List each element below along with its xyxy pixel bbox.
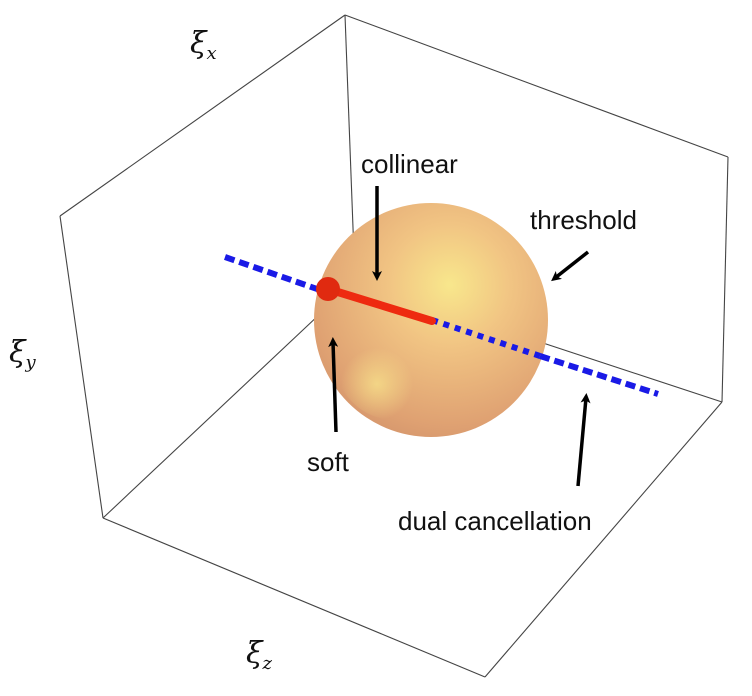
threshold-arrow [551, 250, 590, 282]
box-edge [721, 156, 729, 403]
dual-cancellation-arrow [576, 393, 591, 487]
sphere-glow [335, 300, 455, 420]
box-edge [484, 401, 723, 678]
arrows [328, 186, 591, 487]
dual-cancellation-line-front [539, 353, 659, 397]
dual-cancellation-line-back [224, 254, 321, 293]
box-edge [59, 14, 346, 217]
box-edge [344, 14, 729, 158]
soft-arrow [328, 337, 339, 433]
soft-point [316, 277, 340, 301]
dual-cancellation-label: dual cancellation [398, 506, 592, 536]
soft-label: soft [307, 447, 350, 477]
axis-label-x: ξx [190, 26, 217, 64]
threshold-label: threshold [530, 205, 637, 235]
collinear-label: collinear [361, 149, 458, 179]
box-edge [102, 517, 486, 678]
axis-label-y: ξy [9, 335, 37, 373]
axis-label-z: ξz [246, 636, 273, 674]
box-edge [102, 280, 356, 519]
collinear-segment [324, 285, 436, 325]
box-edge [59, 215, 104, 519]
